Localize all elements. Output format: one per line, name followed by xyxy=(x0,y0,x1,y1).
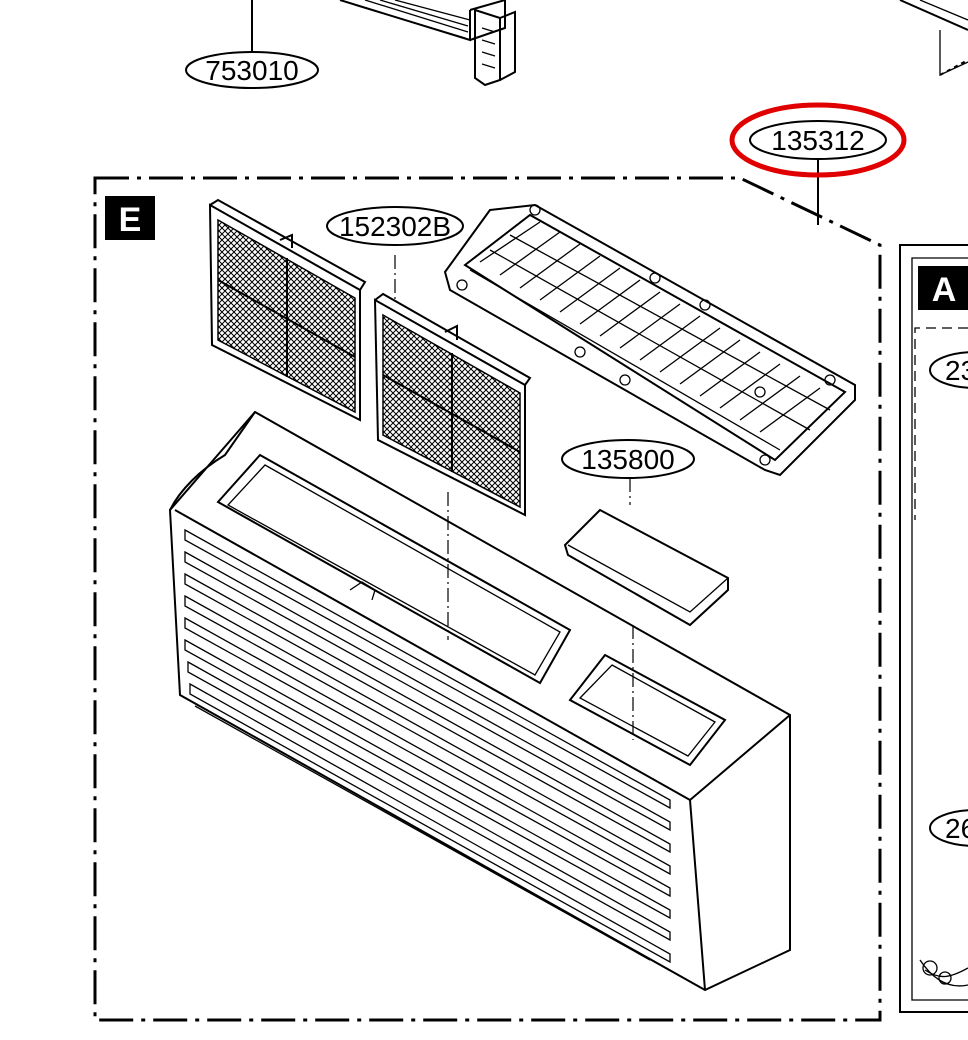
part-label-ellipse xyxy=(185,51,319,89)
part-number-753010: 753010 xyxy=(205,55,298,86)
partial-label-26: 26 xyxy=(929,809,968,847)
part-label-ellipse xyxy=(326,206,464,246)
access-cover-drawing xyxy=(563,508,729,627)
section-a-letter: A xyxy=(932,271,957,309)
part-number-152302B: 152302B xyxy=(339,211,451,242)
part-label-ellipse xyxy=(749,120,887,160)
section-e-letter: E xyxy=(119,201,142,239)
right-filter-drawing xyxy=(373,292,532,517)
front-panel-drawing xyxy=(168,410,791,992)
louver-grille-drawing xyxy=(443,203,856,477)
part-label-152302B[interactable]: 152302B xyxy=(326,206,464,246)
highlight-circle xyxy=(729,102,907,178)
section-e-badge: E xyxy=(105,196,155,240)
partial-label-23: 23 xyxy=(929,351,968,389)
part-label-135312[interactable]: 135312 xyxy=(729,102,907,178)
left-filter-drawing xyxy=(208,198,367,422)
part-number-135312: 135312 xyxy=(771,125,864,156)
top-right-partial-part xyxy=(899,0,968,77)
heater-element-drawing xyxy=(339,0,516,87)
section-a-badge: A xyxy=(918,266,968,310)
part-label-135800[interactable]: 135800 xyxy=(561,439,695,479)
part-number-135800: 135800 xyxy=(581,444,674,475)
part-label-753010[interactable]: 753010 xyxy=(185,51,319,89)
part-label-ellipse xyxy=(561,439,695,479)
wire-harness-drawing xyxy=(919,959,968,987)
partial-label-23-text: 23 xyxy=(945,355,968,386)
partial-label-26-text: 26 xyxy=(945,813,968,844)
section-a-frame xyxy=(899,244,968,1013)
section-e-frame xyxy=(93,176,882,1022)
